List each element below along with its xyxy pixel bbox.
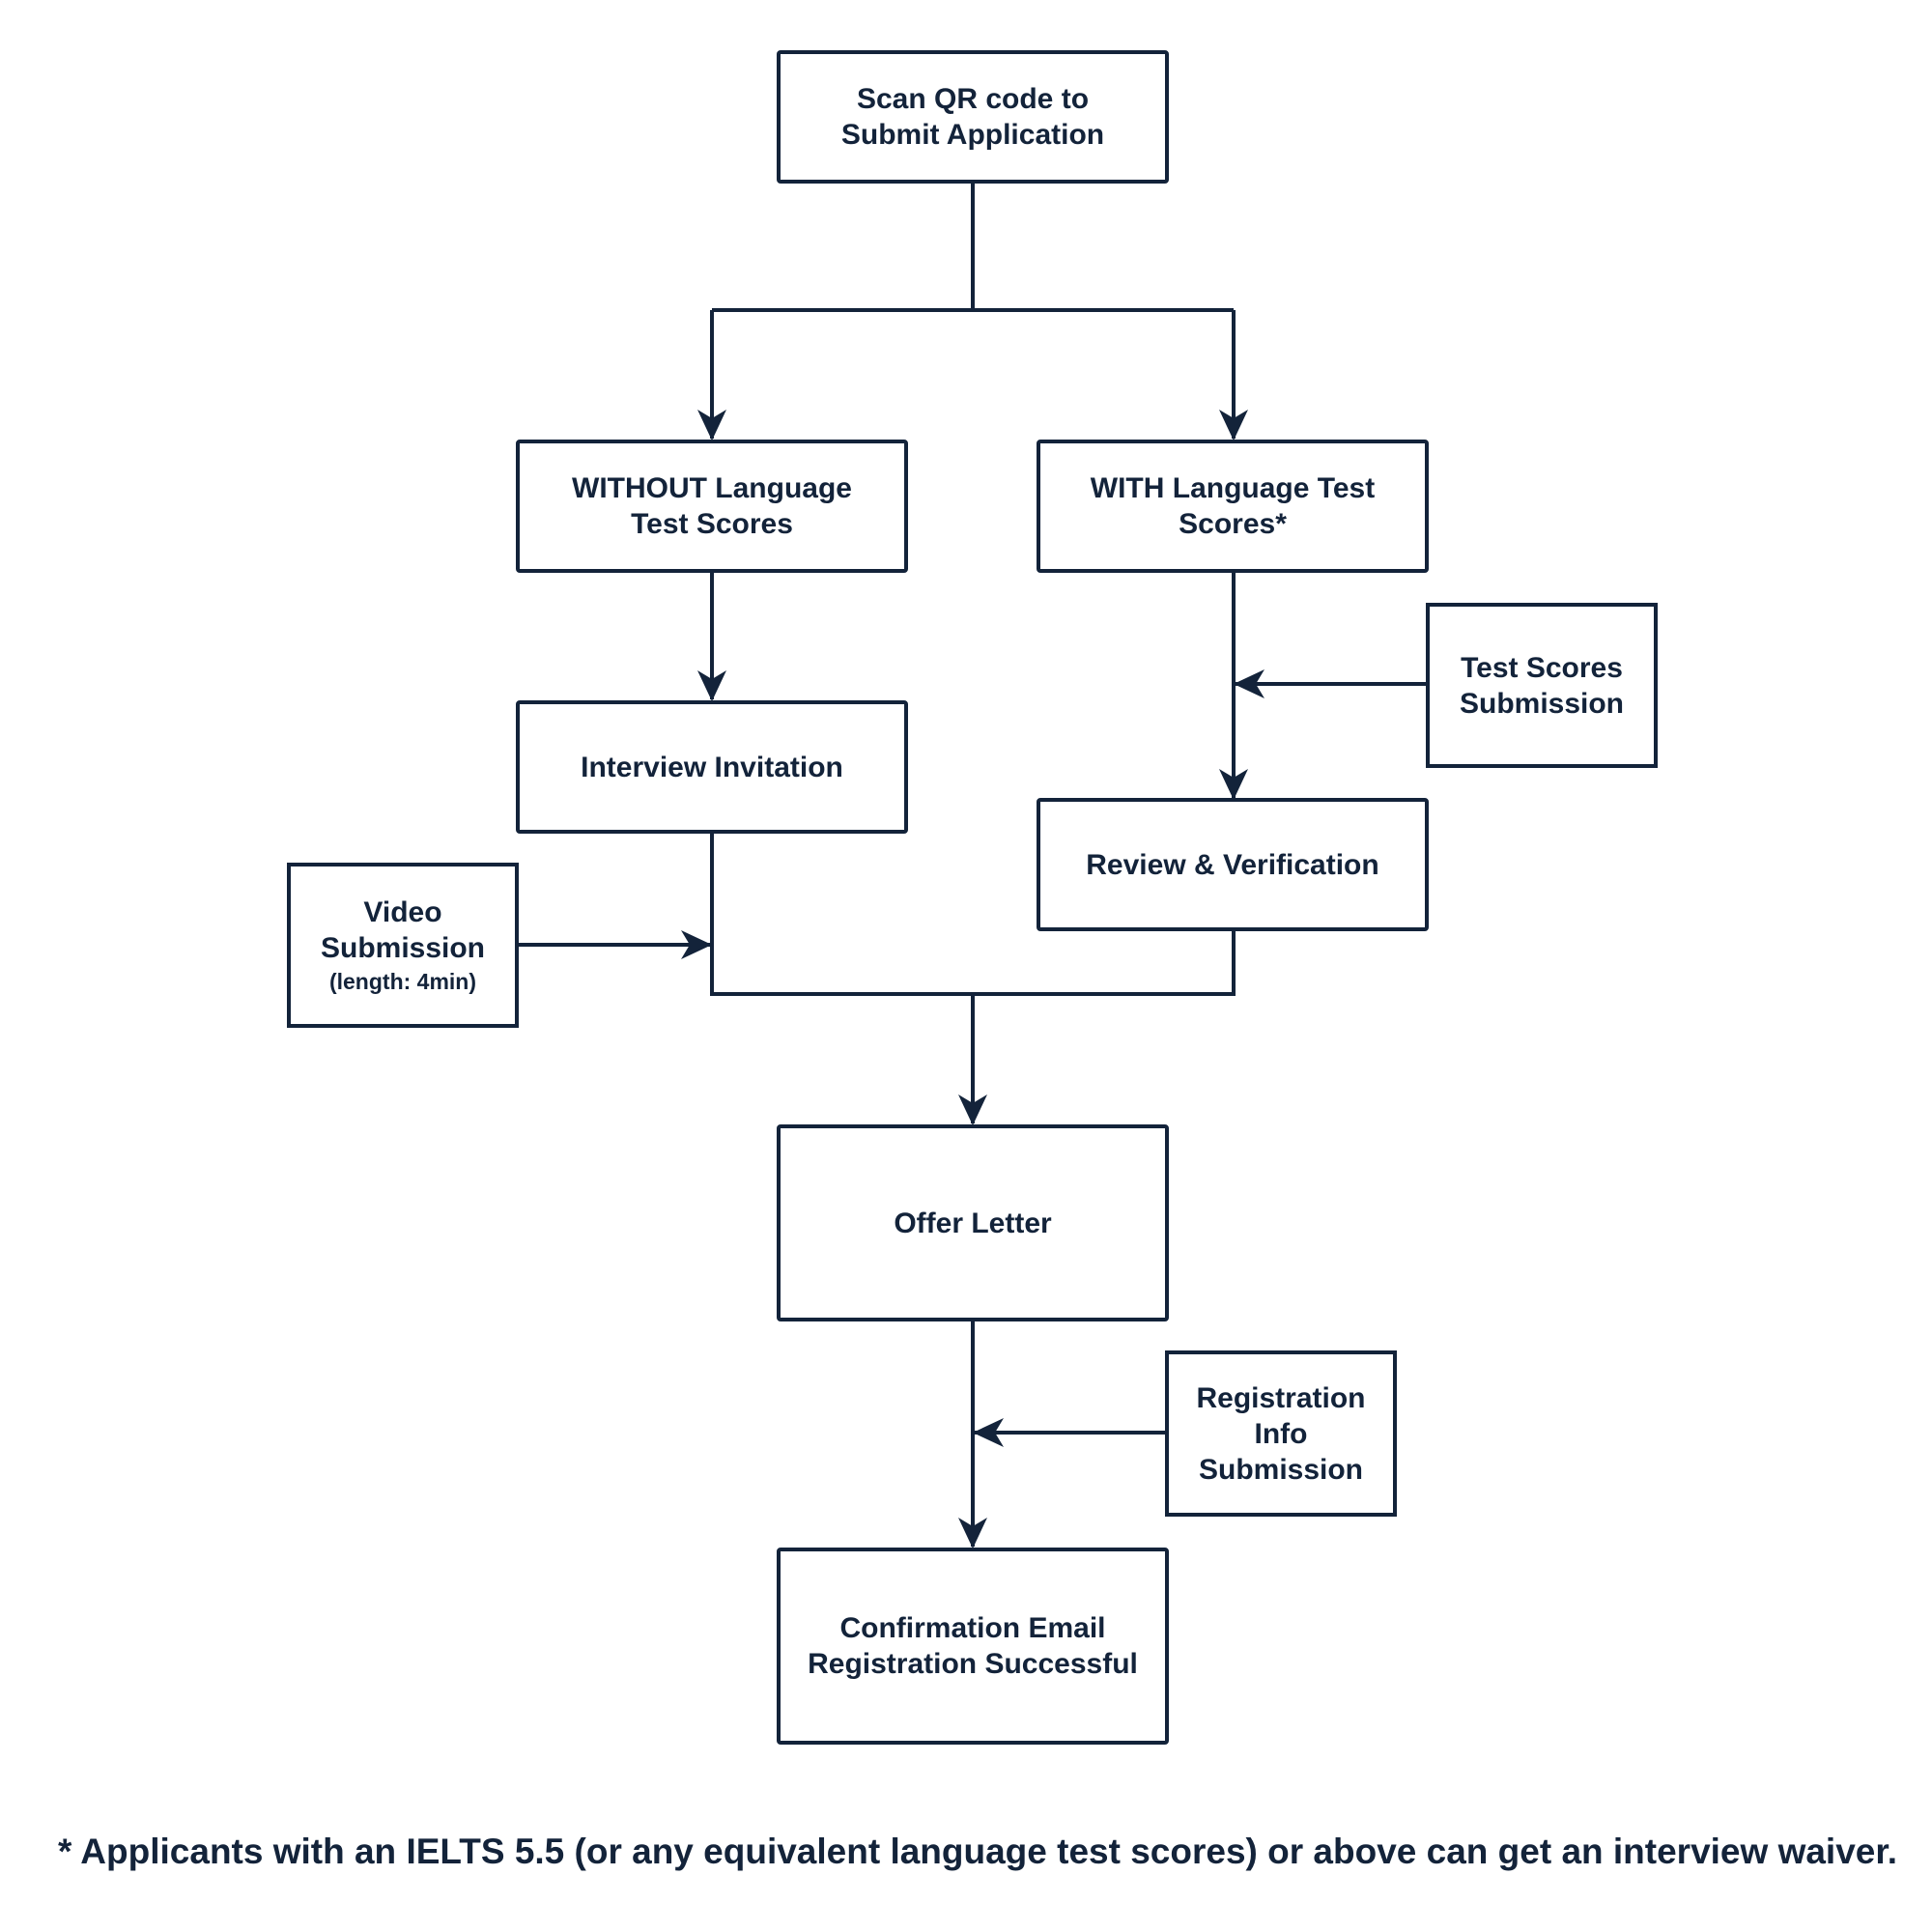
offer-letter-node: Offer Letter — [777, 1124, 1169, 1321]
registration-info-line-3: Submission — [1198, 1453, 1364, 1486]
registration-info-line-1: Registration — [1196, 1381, 1366, 1414]
arrowhead-offer-letter — [958, 1094, 987, 1125]
arrowhead-video-submission — [681, 930, 712, 959]
arrowhead-review — [1219, 769, 1248, 800]
interview-invitation-label: Interview Invitation — [581, 751, 843, 783]
arrowhead-interview — [697, 670, 726, 701]
offer-letter-label: Offer Letter — [894, 1207, 1052, 1239]
review-verification-node: Review & Verification — [1037, 798, 1429, 931]
confirmation-line-1: Confirmation Email — [839, 1612, 1106, 1644]
arrowhead-confirmation — [958, 1518, 987, 1548]
with-scores-node: WITH Language Test Scores* — [1037, 440, 1429, 573]
review-verification-label: Review & Verification — [1086, 848, 1379, 881]
without-scores-line-2: Test Scores — [631, 508, 793, 540]
start-node: Scan QR code to Submit Application — [777, 50, 1169, 184]
arrowhead-with-scores — [1219, 410, 1248, 440]
registration-info-line-2: Info — [1254, 1417, 1308, 1450]
test-scores-submission-node: Test Scores Submission — [1426, 603, 1658, 768]
start-node-line-1: Scan QR code to — [856, 83, 1090, 115]
registration-info-node: Registration Info Submission — [1165, 1350, 1397, 1517]
with-scores-line-1: WITH Language Test — [1090, 472, 1376, 504]
with-scores-line-2: Scores* — [1179, 508, 1287, 540]
video-submission-line-2: Submission — [320, 931, 486, 964]
confirmation-line-2: Registration Successful — [808, 1648, 1138, 1680]
video-submission-node: Video Submission (length: 4min) — [287, 863, 519, 1028]
confirmation-node: Confirmation Email Registration Successf… — [777, 1548, 1169, 1745]
test-scores-submission-line-2: Submission — [1459, 687, 1625, 720]
arrowhead-without-scores — [697, 410, 726, 440]
video-submission-length-note: (length: 4min) — [328, 968, 477, 994]
interview-invitation-node: Interview Invitation — [516, 700, 908, 834]
without-scores-node: WITHOUT Language Test Scores — [516, 440, 908, 573]
video-submission-line-1: Video — [363, 895, 442, 928]
start-node-line-2: Submit Application — [840, 119, 1105, 151]
arrowhead-test-scores-submission — [1234, 669, 1264, 698]
arrowhead-registration-info — [973, 1418, 1004, 1447]
without-scores-line-1: WITHOUT Language — [572, 472, 852, 504]
footnote: * Applicants with an IELTS 5.5 (or any e… — [58, 1832, 1898, 1871]
test-scores-submission-line-1: Test Scores — [1461, 651, 1623, 684]
